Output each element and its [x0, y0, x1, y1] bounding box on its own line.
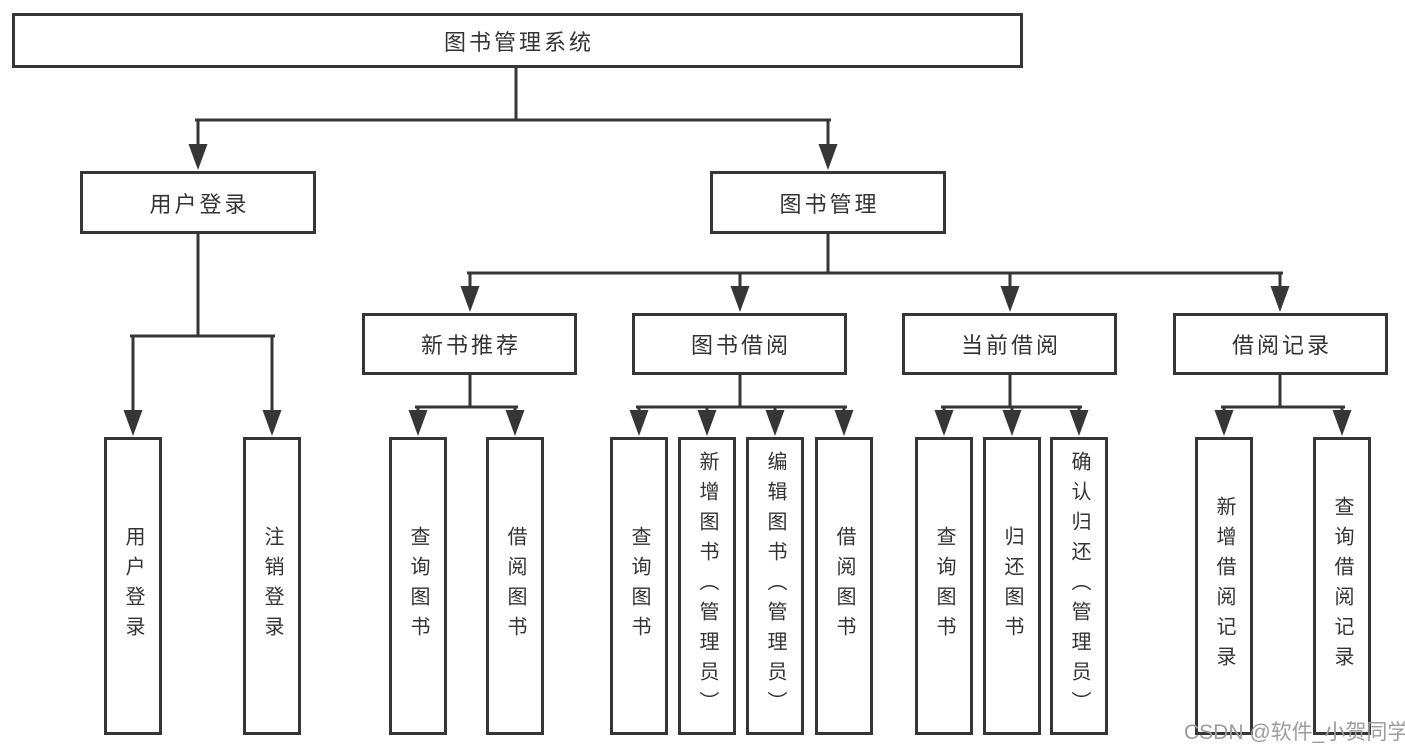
leaf-query-books-current: 查询图书 [915, 437, 973, 735]
leaf-borrow-books-borrowing: 借阅图书 [815, 437, 873, 735]
node-label: 图书管理系统 [443, 29, 594, 55]
leaf-borrow-books-recommend: 借阅图书 [486, 437, 544, 735]
node-label: 借阅记录 [1231, 333, 1332, 358]
leaf-label: 归还图书 [1001, 526, 1023, 646]
node-label: 当前借阅 [960, 333, 1061, 358]
leaf-confirm-return-admin: 确认归还（管理员） [1050, 437, 1108, 735]
node-book-management: 图书管理 [710, 171, 946, 234]
node-label: 图书管理 [779, 191, 880, 217]
leaf-user-login: 用户登录 [104, 437, 162, 735]
leaf-label: 用户登录 [122, 526, 144, 646]
leaf-query-books-borrowing: 查询图书 [610, 437, 668, 735]
leaf-label: 借阅图书 [504, 526, 526, 646]
leaf-logout: 注销登录 [243, 437, 301, 735]
arrowhead-icons [123, 144, 1352, 436]
leaf-add-borrow-record: 新增借阅记录 [1195, 437, 1253, 735]
leaf-query-borrow-record: 查询借阅记录 [1313, 437, 1371, 735]
leaf-label: 新增图书（管理员） [696, 451, 718, 721]
leaf-return-books: 归还图书 [983, 437, 1041, 735]
node-library-management-system: 图书管理系统 [12, 13, 1023, 68]
leaf-query-books-recommend: 查询图书 [389, 437, 447, 735]
node-new-book-recommendation: 新书推荐 [362, 313, 577, 375]
node-label: 用户登录 [149, 191, 250, 217]
node-borrowing-records: 借阅记录 [1173, 313, 1388, 375]
leaf-label: 查询借阅记录 [1331, 496, 1353, 676]
leaf-label: 查询图书 [628, 526, 650, 646]
node-label: 图书借阅 [690, 333, 791, 358]
leaf-add-books-admin: 新增图书（管理员） [678, 437, 736, 735]
leaf-label: 新增借阅记录 [1213, 496, 1235, 676]
leaf-label: 编辑图书（管理员） [764, 451, 786, 721]
leaf-label: 确认归还（管理员） [1068, 451, 1090, 721]
leaf-label: 查询图书 [933, 526, 955, 646]
leaf-label: 查询图书 [407, 526, 429, 646]
node-user-login: 用户登录 [80, 171, 316, 234]
leaf-edit-books-admin: 编辑图书（管理员） [746, 437, 804, 735]
node-label: 新书推荐 [420, 333, 521, 358]
node-current-borrowing: 当前借阅 [902, 313, 1117, 375]
leaf-label: 借阅图书 [833, 526, 855, 646]
node-book-borrowing: 图书借阅 [632, 313, 847, 375]
leaf-label: 注销登录 [261, 526, 283, 646]
csdn-watermark: CSDN @软件_小贺同学 [1184, 721, 1405, 744]
